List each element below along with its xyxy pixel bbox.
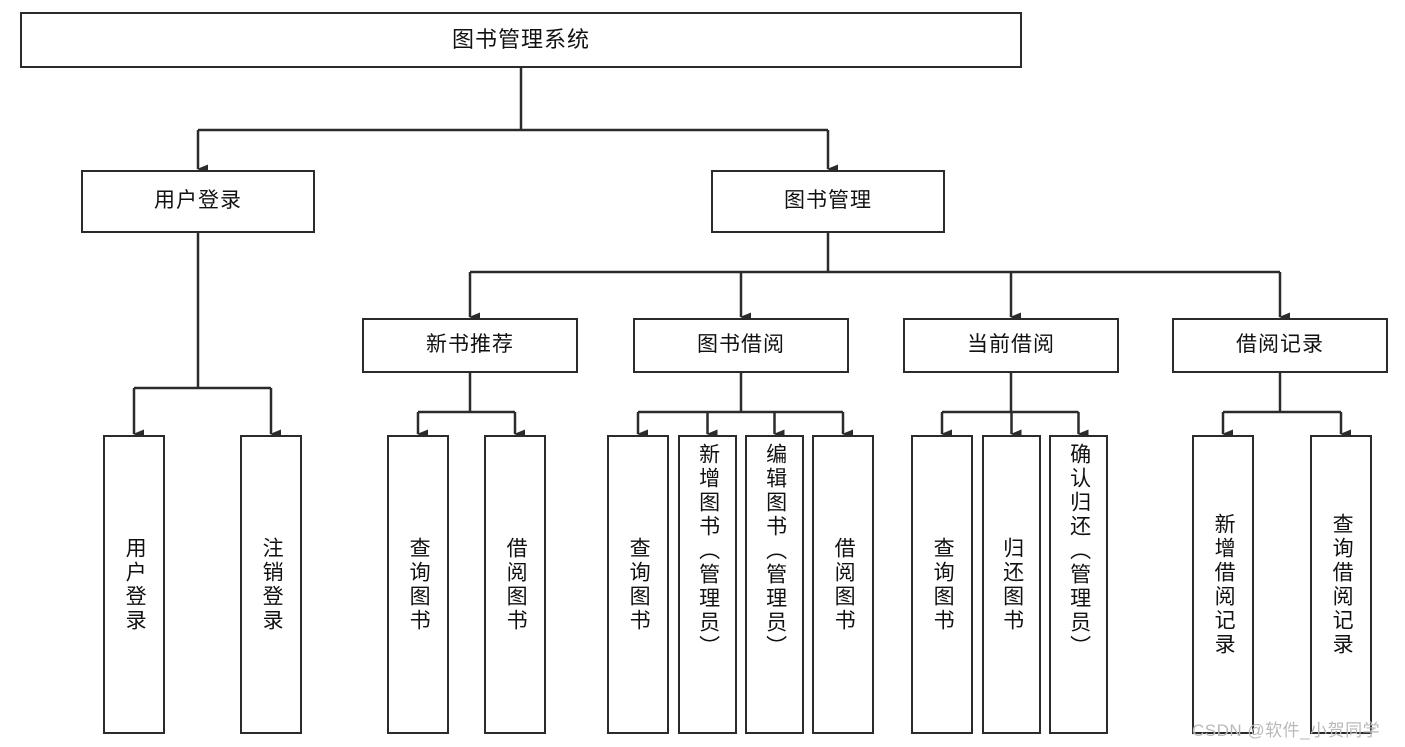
node-label: 用户登录 [154,189,242,213]
node-label: 归还图书 [1000,536,1024,633]
node-label: 确认归还（管理员） [1067,443,1091,659]
node-leaf-add-record[interactable]: 新增借阅记录 [1192,435,1254,734]
node-leaf-borrow-book-1[interactable]: 借阅图书 [484,435,546,734]
node-leaf-return-book[interactable]: 归还图书 [982,435,1041,734]
node-label: 借阅记录 [1236,333,1324,357]
node-label: 查询借阅记录 [1330,512,1354,657]
node-leaf-edit-book[interactable]: 编辑图书（管理员） [745,435,804,734]
node-leaf-query-record[interactable]: 查询借阅记录 [1310,435,1372,734]
node-book-borrow[interactable]: 图书借阅 [633,318,849,373]
node-label: 查询图书 [931,536,955,633]
node-label: 图书管理 [784,189,872,213]
node-current-borrow[interactable]: 当前借阅 [903,318,1119,373]
node-label: 图书管理系统 [451,27,590,53]
node-leaf-confirm-return[interactable]: 确认归还（管理员） [1049,435,1108,734]
node-label: 查询图书 [627,536,651,633]
node-label: 查询图书 [407,536,431,633]
node-leaf-query-book-3[interactable]: 查询图书 [911,435,973,734]
edge-group [132,68,1351,439]
node-label: 用户登录 [123,536,147,633]
node-label: 新书推荐 [426,333,514,357]
node-label: 图书借阅 [697,333,785,357]
node-leaf-user-logout[interactable]: 注销登录 [240,435,302,734]
node-label: 借阅图书 [832,536,856,633]
node-label: 新增借阅记录 [1212,512,1236,657]
node-leaf-query-book-2[interactable]: 查询图书 [607,435,669,734]
node-leaf-query-book-1[interactable]: 查询图书 [387,435,449,734]
node-root[interactable]: 图书管理系统 [20,12,1022,68]
node-label: 借阅图书 [504,536,528,633]
node-borrow-record[interactable]: 借阅记录 [1172,318,1388,373]
node-label: 注销登录 [260,536,284,633]
node-label: 编辑图书（管理员） [763,443,787,659]
node-user-login[interactable]: 用户登录 [81,170,315,233]
node-leaf-add-book[interactable]: 新增图书（管理员） [678,435,737,734]
node-leaf-borrow-book-2[interactable]: 借阅图书 [812,435,874,734]
node-label: 当前借阅 [967,333,1055,357]
node-leaf-user-login[interactable]: 用户登录 [103,435,165,734]
watermark-text: CSDN @软件_小贺同学 [1192,721,1381,740]
node-book-manage[interactable]: 图书管理 [711,170,945,233]
node-label: 新增图书（管理员） [696,443,720,659]
node-new-book-rec[interactable]: 新书推荐 [362,318,578,373]
